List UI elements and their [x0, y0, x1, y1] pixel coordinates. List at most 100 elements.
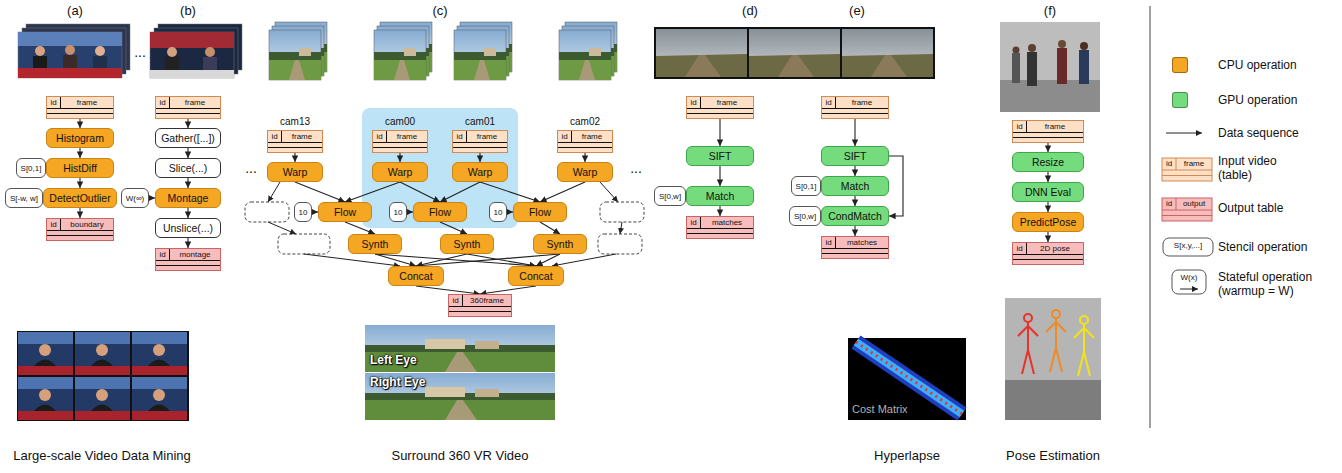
data-arrow — [187, 119, 188, 128]
montage-output — [17, 331, 189, 421]
cpu-operation: Flow — [513, 202, 567, 222]
table-header: idmontage — [156, 249, 220, 261]
operation-box: Slice(...) — [155, 158, 221, 178]
panel-letter: (f) — [1044, 3, 1056, 19]
panel-caption: Surround 360 VR Video — [391, 448, 528, 464]
node-text: SIFT — [844, 150, 867, 162]
pose-output — [1046, 310, 1066, 372]
table-cell: 360frame — [463, 295, 511, 306]
pose-output — [1080, 316, 1088, 324]
node-text: S[0,w] — [794, 212, 816, 221]
data-arrow — [400, 182, 440, 202]
legend-sample-text: id — [1166, 158, 1172, 169]
output-table: idmatches — [821, 236, 889, 259]
node-text: Warp — [283, 166, 308, 178]
table-cell: id — [558, 131, 572, 142]
data-arrow — [440, 222, 467, 234]
table-row — [558, 143, 612, 148]
data-arrow — [854, 119, 855, 146]
input-table: idframe — [46, 96, 114, 119]
data-arrow — [854, 226, 855, 236]
legend-text: Stateful operation (warmup = W) — [1218, 270, 1336, 298]
node-text: S[0,1] — [796, 182, 817, 191]
camera-frames — [269, 22, 617, 80]
node-text: 10 — [299, 208, 308, 217]
table-header: idframe — [47, 97, 113, 109]
news-frames — [150, 24, 242, 78]
table-cell: frame — [282, 131, 322, 142]
pose-photo — [1013, 47, 1020, 54]
node-text: Flow — [334, 206, 356, 218]
pose-photo — [1000, 22, 1100, 112]
legend-samples — [1166, 133, 1202, 134]
node-text: Concat — [519, 270, 552, 282]
continuation-boxes — [598, 234, 642, 254]
gpu-operation: Resize — [1012, 152, 1084, 172]
figure-label: Left Eye — [370, 353, 417, 367]
cpu-operation: Warp — [452, 162, 508, 182]
news-frames — [205, 47, 215, 57]
figure-label: ... — [630, 160, 642, 177]
table-cell: frame — [1027, 121, 1083, 132]
node-text: Synth — [547, 238, 574, 250]
node-text: S[0,w] — [659, 192, 681, 201]
panel-letter: (c) — [432, 3, 447, 19]
legend-samples — [1162, 175, 1212, 176]
legend-text: Stencil operation — [1218, 240, 1336, 254]
pose-photo — [1027, 52, 1037, 86]
table-cell: frame — [387, 131, 427, 142]
gpu-operation: SIFT — [821, 146, 889, 166]
table-cell: id — [453, 131, 467, 142]
hyperlapse-frames — [841, 28, 934, 78]
input-table: idframe — [155, 96, 221, 119]
figure-label: cam13 — [280, 116, 310, 128]
node-text: CondMatch — [828, 210, 882, 222]
table-header: idboundary — [47, 219, 113, 231]
cpu-operation: PredictPose — [1012, 212, 1084, 232]
table-header: idframe — [268, 131, 322, 143]
input-table: idframe — [686, 96, 754, 119]
node-text: Flow — [429, 206, 451, 218]
cpu-operation: Flow — [413, 202, 467, 222]
data-arrow — [187, 208, 188, 218]
legend-samples — [1162, 215, 1212, 216]
table-row — [453, 148, 507, 152]
output-table: idboundary — [46, 218, 114, 241]
panel-letter: (e) — [849, 3, 865, 19]
news-frames — [150, 70, 234, 78]
data-arrow — [719, 166, 720, 186]
data-arrow — [719, 206, 720, 216]
input-table: idframe — [372, 130, 428, 153]
pose-output — [1018, 322, 1038, 374]
node-text: Histogram — [56, 132, 104, 144]
continuation-lines — [268, 222, 296, 234]
table-cell: frame — [170, 97, 220, 108]
panel-letter: (b) — [180, 3, 196, 19]
data-arrow — [1047, 232, 1048, 242]
montage-output — [17, 331, 189, 421]
legend-samples — [1172, 270, 1206, 294]
pose-output — [1074, 316, 1094, 376]
pose-output — [1052, 310, 1060, 318]
panel-caption: Pose Estimation — [1006, 448, 1100, 464]
table-row — [453, 143, 507, 148]
figure-label: ... — [134, 44, 146, 61]
stateful-box: 10 — [389, 202, 407, 222]
gpu-operation: CondMatch — [821, 206, 889, 226]
camera-frames — [559, 30, 611, 80]
legend-text: CPU operation — [1218, 58, 1336, 72]
data-arrow — [1047, 172, 1048, 182]
table-row — [1013, 255, 1083, 260]
table-cell: id — [156, 249, 170, 260]
pose-photo — [1000, 80, 1100, 112]
table-row — [449, 307, 511, 312]
data-arrow — [584, 153, 585, 162]
data-arrow — [79, 178, 80, 188]
table-row — [156, 261, 220, 266]
continuation-lines — [552, 254, 616, 266]
stencil-box: S[-w, w] — [5, 188, 43, 208]
table-row — [47, 114, 113, 118]
legend-samples — [1162, 158, 1212, 181]
figure-label: cam01 — [465, 116, 495, 128]
montage-output — [75, 377, 130, 420]
